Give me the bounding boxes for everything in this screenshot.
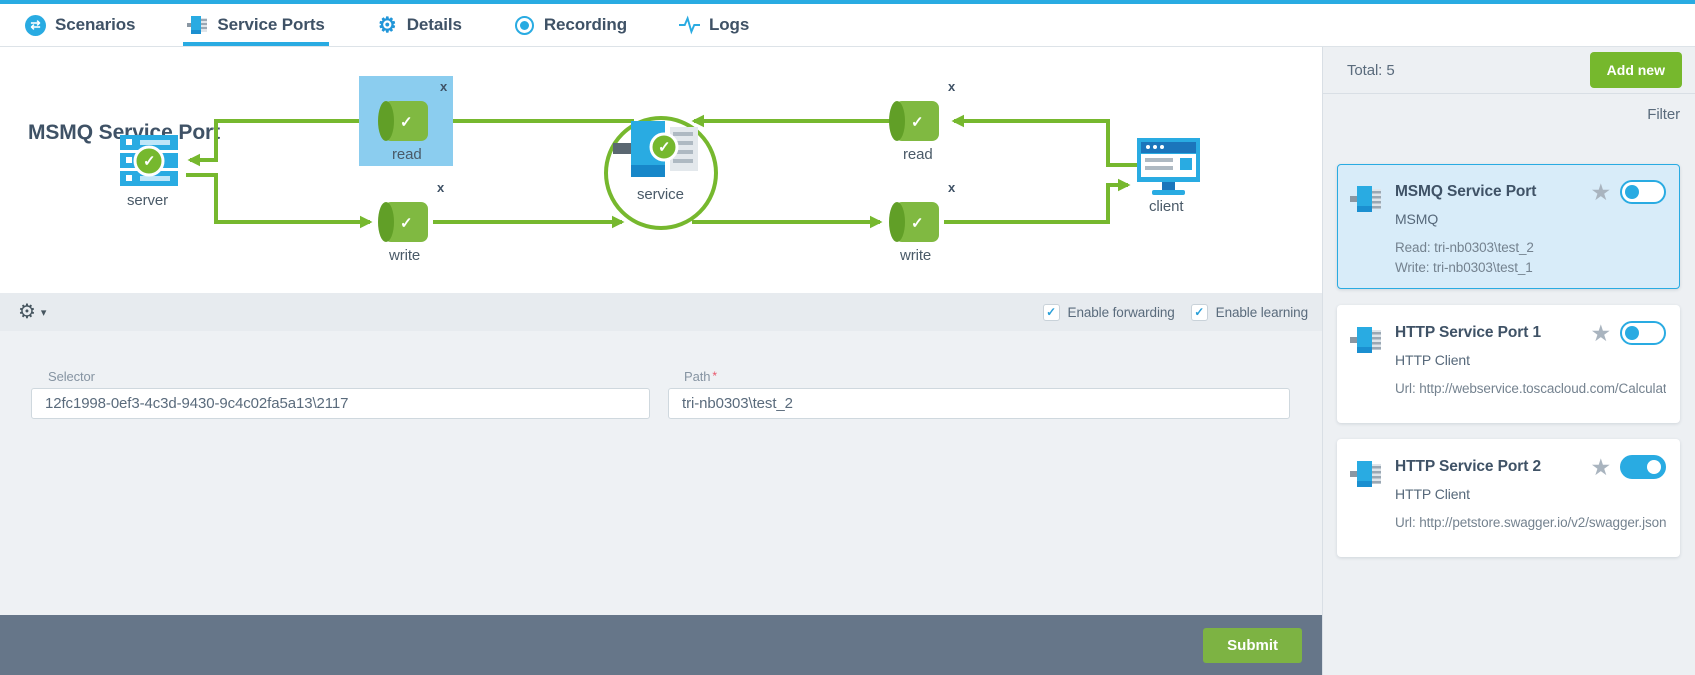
card-title: MSMQ Service Port <box>1395 183 1537 200</box>
path-label: Path* <box>684 369 717 384</box>
selector-label: Selector <box>48 369 95 384</box>
check-icon: ✓ <box>400 215 412 232</box>
enable-forwarding-checkbox[interactable] <box>1042 303 1060 321</box>
check-icon: ✓ <box>911 215 923 232</box>
tab-service-ports[interactable]: Service Ports <box>183 4 330 46</box>
server-label: server <box>127 192 168 209</box>
service-port-diagram: MSMQ Service Port <box>0 47 1322 293</box>
read-queue-right[interactable]: ✓ read x <box>889 79 956 163</box>
tab-recording[interactable]: Recording <box>514 4 627 46</box>
tab-scenarios[interactable]: ⇄ Scenarios <box>25 4 135 46</box>
read-queue-left[interactable]: ✓ read x <box>378 79 448 163</box>
service-ports-panel: Total: 5 Add new Filter MSMQ Service Por… <box>1322 47 1695 675</box>
service-port-card-msmq[interactable]: MSMQ Service Port ★ MSMQ Read: tri-nb030… <box>1337 164 1680 289</box>
star-icon[interactable]: ★ <box>1590 320 1611 346</box>
check-icon: ✓ <box>911 114 923 131</box>
top-navigation: ⇄ Scenarios Service Ports ⚙ Details Reco… <box>0 0 1695 47</box>
diagram-connections <box>186 114 1137 229</box>
remove-node-button[interactable]: x <box>948 180 956 195</box>
card-title: HTTP Service Port 2 <box>1395 458 1541 475</box>
read-label: read <box>392 146 422 163</box>
tab-details[interactable]: ⚙ Details <box>377 4 462 46</box>
enable-toggle[interactable] <box>1620 321 1666 345</box>
card-detail: Write: tri-nb0303\test_1 <box>1395 260 1533 275</box>
service-node[interactable]: ✓ service <box>604 116 718 230</box>
gear-icon: ⚙ <box>18 301 36 323</box>
write-queue-left[interactable]: ✓ write x <box>378 180 445 264</box>
caret-down-icon: ▾ <box>40 306 47 319</box>
service-port-list: MSMQ Service Port ★ MSMQ Read: tri-nb030… <box>1323 134 1695 557</box>
star-icon[interactable]: ★ <box>1590 454 1611 480</box>
required-asterisk: * <box>712 369 717 383</box>
enable-learning-option[interactable]: Enable learning <box>1190 303 1308 321</box>
main-content: MSMQ Service Port <box>0 47 1322 675</box>
read-label: read <box>903 146 933 163</box>
remove-node-button[interactable]: x <box>437 180 445 195</box>
plug-icon <box>187 15 208 36</box>
star-icon[interactable]: ★ <box>1590 179 1611 205</box>
enable-toggle[interactable] <box>1620 455 1666 479</box>
plug-icon <box>1350 186 1381 212</box>
service-port-card-http2[interactable]: HTTP Service Port 2 ★ HTTP Client Url: h… <box>1337 439 1680 557</box>
selector-input[interactable] <box>31 388 650 419</box>
enable-forwarding-label: Enable forwarding <box>1067 304 1175 320</box>
submit-button[interactable]: Submit <box>1203 627 1302 663</box>
footer-bar: Submit <box>0 615 1322 675</box>
client-node[interactable]: client <box>1137 138 1200 215</box>
settings-menu-button[interactable]: ⚙ ▾ <box>18 302 46 322</box>
enable-learning-checkbox[interactable] <box>1190 303 1208 321</box>
filter-label[interactable]: Filter <box>1647 105 1680 123</box>
filter-row: Filter <box>1323 94 1695 134</box>
client-label: client <box>1149 198 1184 215</box>
tab-label: Service Ports <box>217 15 325 34</box>
total-count: Total: 5 <box>1347 61 1395 79</box>
service-port-form: Selector Path* <box>0 331 1322 615</box>
check-icon: ✓ <box>400 114 412 131</box>
tab-label: Details <box>406 15 462 34</box>
swap-icon: ⇄ <box>25 14 46 36</box>
check-icon: ✓ <box>143 153 155 170</box>
card-detail: Url: http://webservice.toscacloud.com/Ca… <box>1395 381 1666 396</box>
card-subtitle: HTTP Client <box>1395 352 1470 368</box>
record-icon <box>514 15 535 36</box>
write-label: write <box>899 247 931 264</box>
tab-label: Recording <box>543 15 627 34</box>
enable-toggle[interactable] <box>1620 180 1666 204</box>
server-node[interactable]: ✓ server <box>120 135 178 209</box>
tab-label: Logs <box>708 15 750 34</box>
add-new-button[interactable]: Add new <box>1589 52 1682 88</box>
path-input[interactable] <box>668 388 1290 419</box>
enable-forwarding-option[interactable]: Enable forwarding <box>1042 303 1175 321</box>
card-subtitle: HTTP Client <box>1395 486 1470 502</box>
enable-learning-label: Enable learning <box>1215 304 1308 320</box>
service-label: service <box>637 186 684 203</box>
pulse-icon <box>678 15 700 36</box>
card-detail: Url: http://petstore.swagger.io/v2/swagg… <box>1395 515 1666 530</box>
panel-header: Total: 5 Add new <box>1323 47 1695 94</box>
write-label: write <box>388 247 420 264</box>
gear-icon: ⚙ <box>377 13 397 37</box>
card-subtitle: MSMQ <box>1395 211 1439 227</box>
remove-node-button[interactable]: x <box>948 79 956 94</box>
tab-label: Scenarios <box>55 15 136 34</box>
plug-icon <box>1350 461 1381 487</box>
write-queue-right[interactable]: ✓ write x <box>889 180 956 264</box>
diagram-toolbar: ⚙ ▾ Enable forwarding Enable learning <box>0 293 1322 331</box>
remove-node-button[interactable]: x <box>440 79 448 94</box>
card-detail: Read: tri-nb0303\test_2 <box>1395 240 1534 255</box>
card-title: HTTP Service Port 1 <box>1395 324 1541 341</box>
service-port-card-http1[interactable]: HTTP Service Port 1 ★ HTTP Client Url: h… <box>1337 305 1680 423</box>
check-icon: ✓ <box>658 139 670 156</box>
plug-icon <box>1350 327 1381 353</box>
tab-logs[interactable]: Logs <box>678 4 750 46</box>
